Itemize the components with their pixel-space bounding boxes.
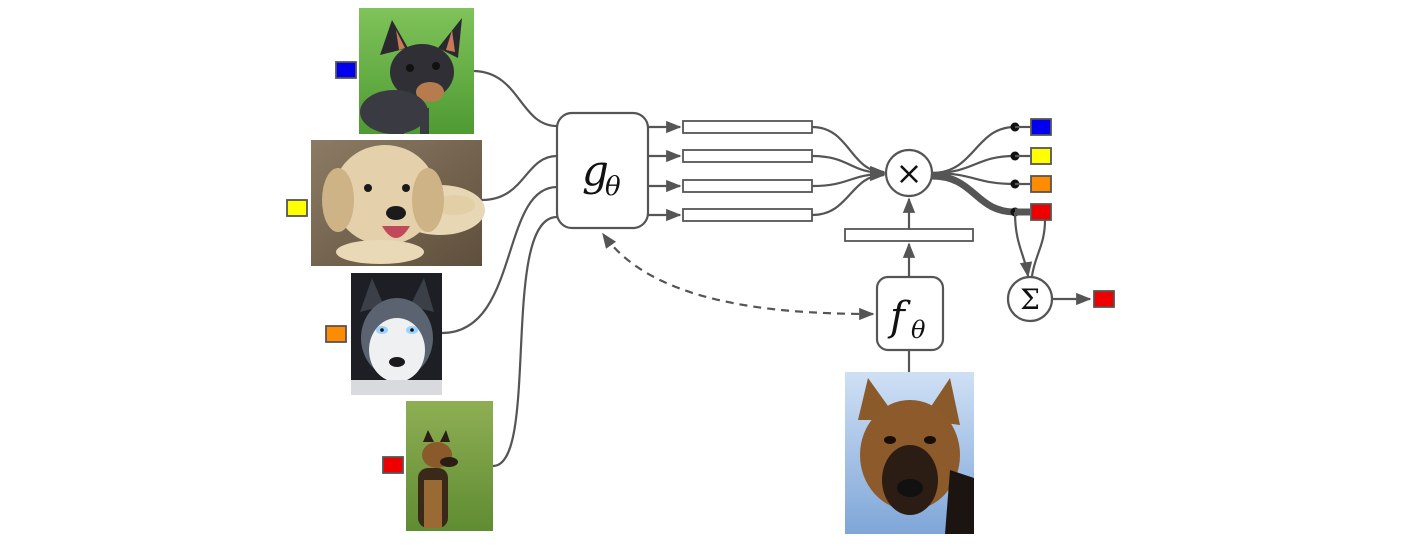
edge-multiply-to-out3 bbox=[931, 171, 1016, 186]
output-swatch-1 bbox=[1030, 118, 1052, 136]
edge-multiply-to-out1 bbox=[931, 125, 1016, 175]
support-embedding-2 bbox=[682, 149, 813, 163]
support-embedding-1 bbox=[682, 120, 813, 134]
f-embedding-node: f θ bbox=[875, 275, 945, 352]
multiply-node: × bbox=[884, 148, 934, 198]
output-swatch-2 bbox=[1030, 147, 1052, 165]
edge-bar4-to-multiply bbox=[811, 168, 886, 217]
support-embedding-3 bbox=[682, 179, 813, 193]
query-embedding bbox=[844, 228, 974, 242]
husky-photo bbox=[351, 273, 442, 395]
edge-image2-to-g bbox=[481, 154, 558, 202]
support-embedding-4 bbox=[682, 208, 813, 222]
labrador-photo bbox=[311, 140, 485, 266]
multiply-symbol: × bbox=[896, 154, 923, 192]
g-symbol: g bbox=[582, 146, 609, 195]
class-swatch-2 bbox=[286, 199, 308, 217]
sum-node: Σ bbox=[1006, 275, 1054, 323]
edge-image1-to-g bbox=[473, 69, 558, 128]
german-shepherd-query-photo bbox=[845, 372, 974, 534]
german-shepherd-photo bbox=[406, 401, 493, 531]
edge-multiply-to-out4-strong bbox=[931, 172, 1016, 216]
output-swatch-3 bbox=[1030, 175, 1052, 193]
class-swatch-4 bbox=[382, 456, 404, 474]
g-embedding-node: g θ bbox=[555, 111, 650, 230]
class-swatch-3 bbox=[325, 325, 347, 343]
edge-outputs-to-sum-right bbox=[1030, 219, 1047, 277]
g-subscript: θ bbox=[605, 172, 621, 202]
sum-symbol: Σ bbox=[1020, 283, 1040, 316]
f-subscript: θ bbox=[911, 316, 926, 344]
class-swatch-1 bbox=[335, 61, 357, 79]
chihuahua-photo bbox=[359, 8, 474, 134]
edge-outputs-to-sum-left bbox=[1013, 211, 1033, 278]
edge-image3-to-g bbox=[441, 185, 558, 335]
output-swatch-4 bbox=[1030, 203, 1052, 221]
final-output-swatch bbox=[1093, 290, 1115, 308]
edge-bar1-to-multiply bbox=[811, 125, 886, 179]
edge-image4-to-g bbox=[492, 215, 558, 468]
shared-weights-dashed-arrow bbox=[602, 232, 875, 321]
